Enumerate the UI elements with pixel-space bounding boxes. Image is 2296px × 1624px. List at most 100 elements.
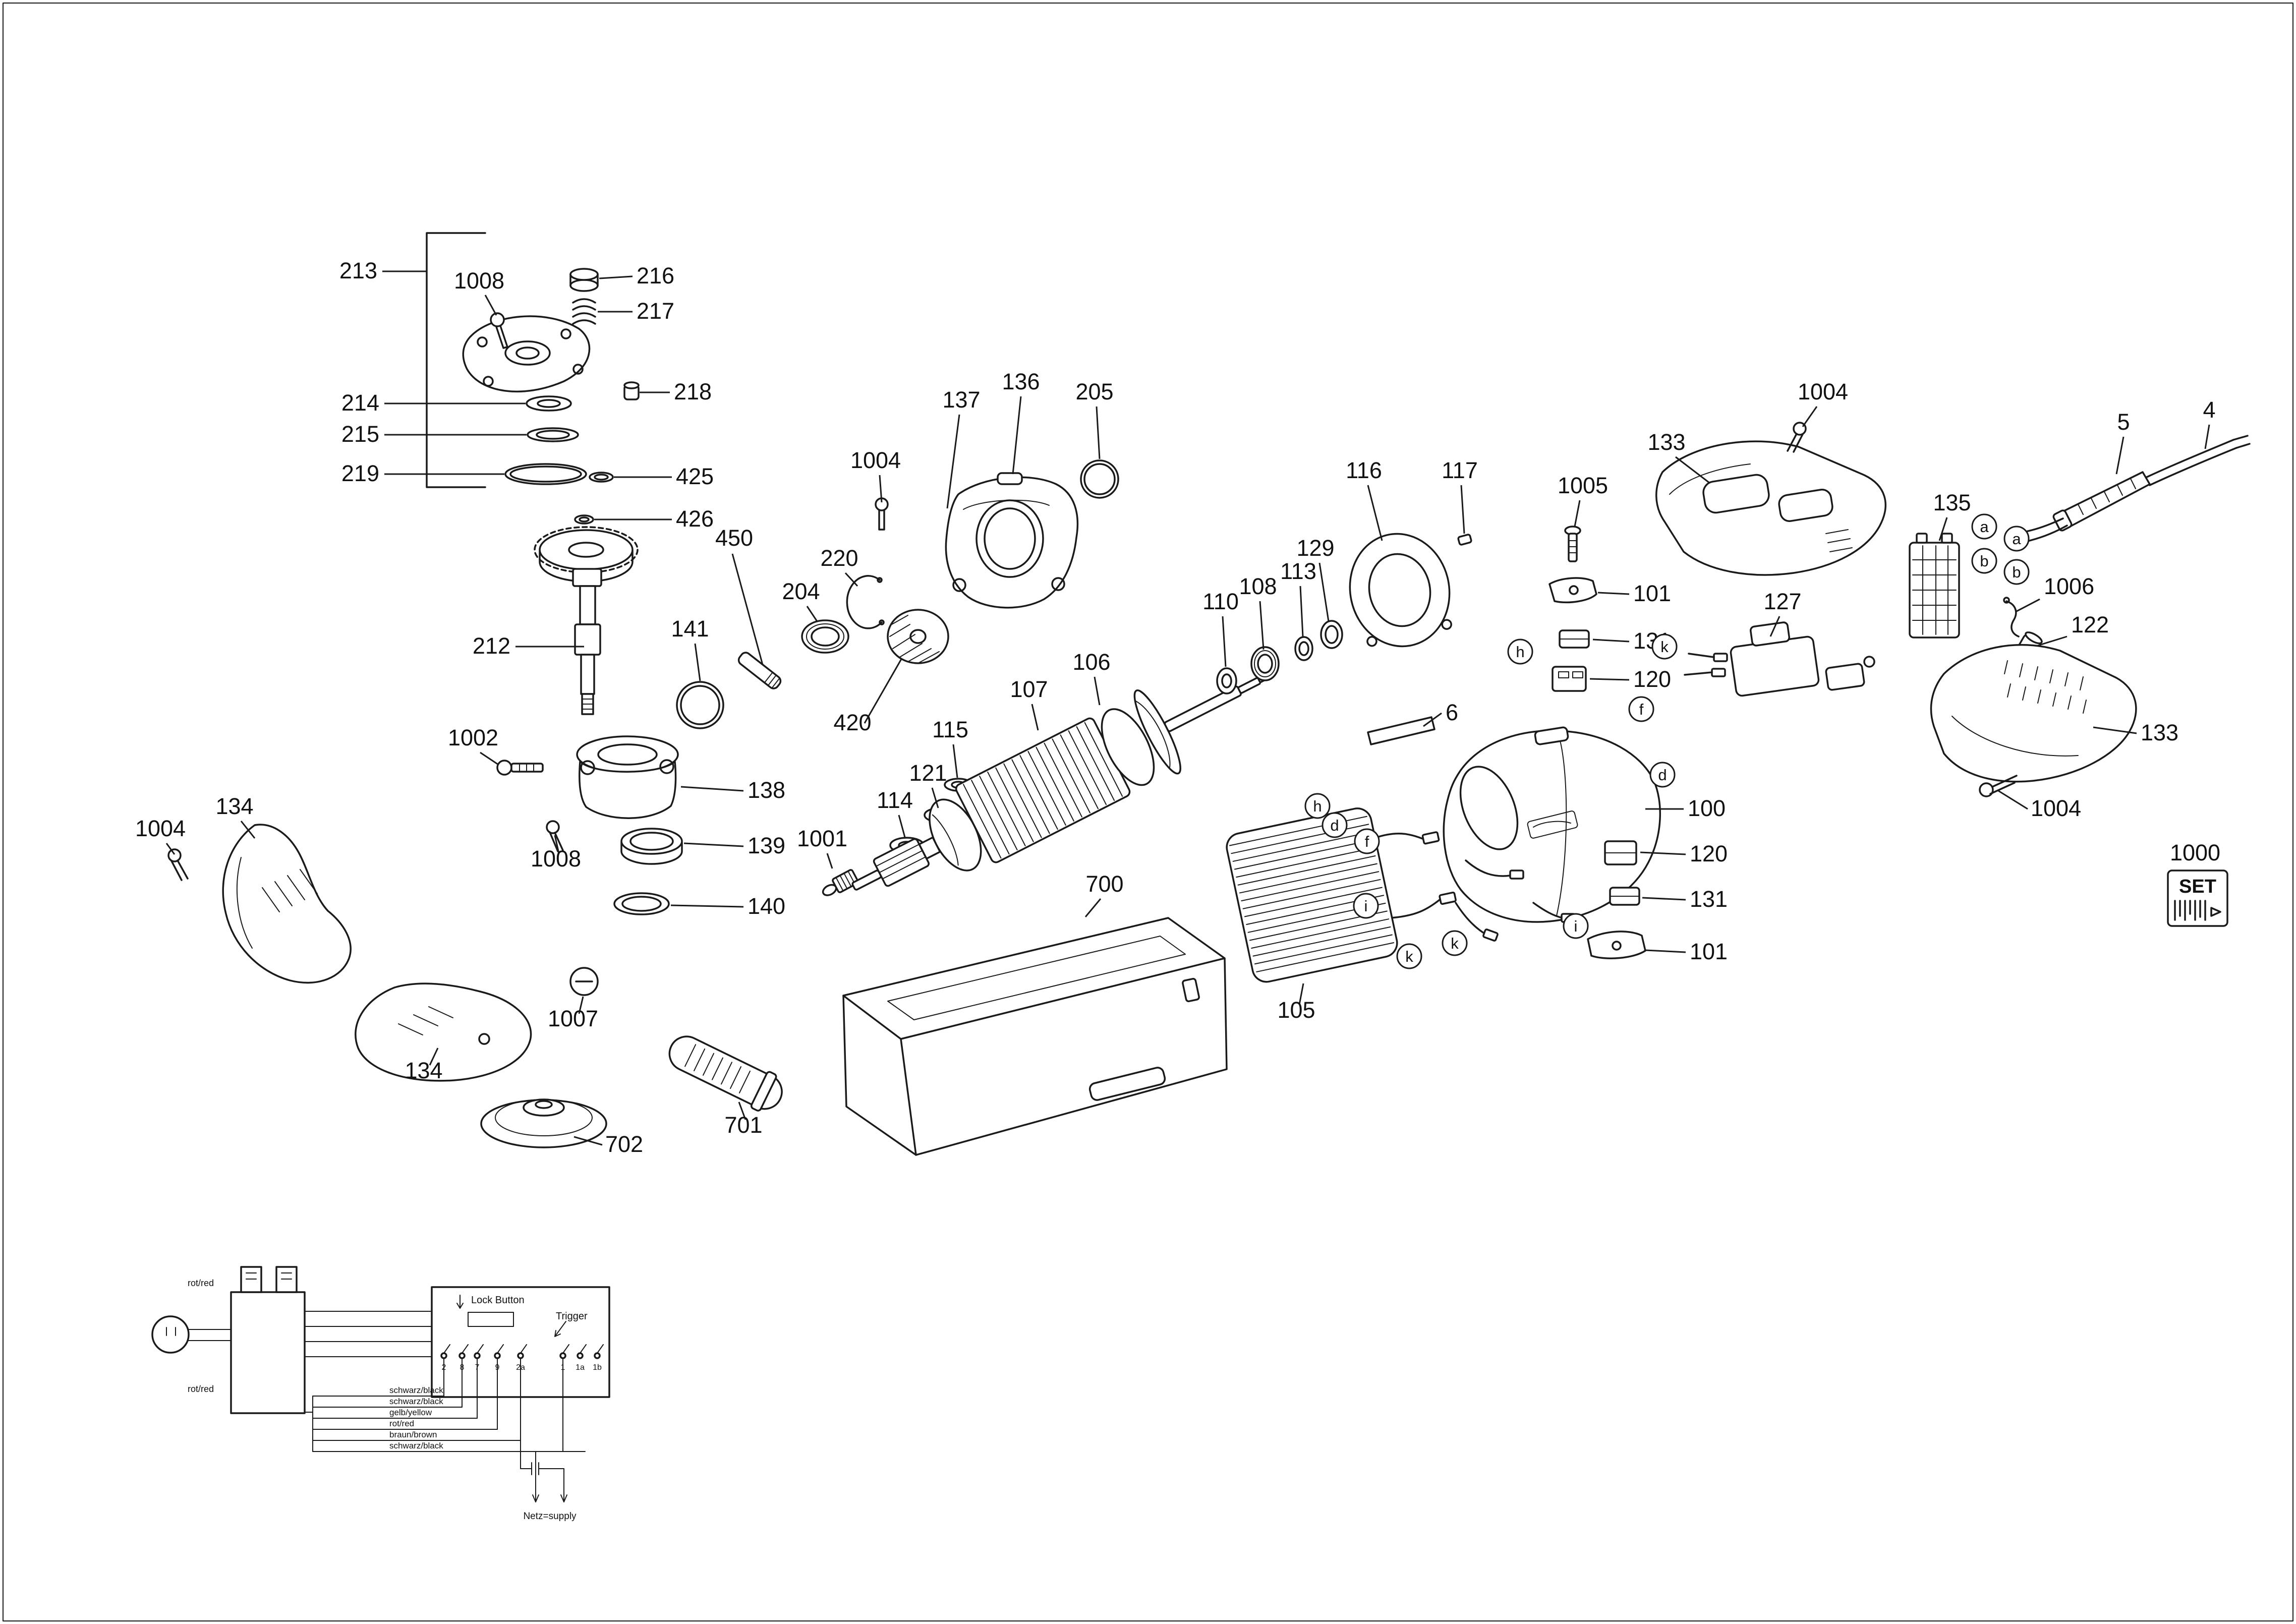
bracket-213 bbox=[426, 232, 486, 488]
wiring-text: 2 bbox=[442, 1363, 446, 1372]
part-label-127: 127 bbox=[1763, 589, 1801, 614]
leader-line-1004 bbox=[1802, 406, 1818, 427]
part-label-134: 134 bbox=[405, 1058, 442, 1083]
part-label-113: 113 bbox=[1280, 558, 1316, 584]
armature-106-107 bbox=[851, 672, 1273, 891]
leader-line-122 bbox=[2037, 635, 2068, 647]
leader-line-1001 bbox=[826, 853, 833, 869]
bearing-plate-213 bbox=[462, 315, 591, 393]
circled-letter-i: i bbox=[1563, 913, 1589, 939]
leader-line-131 bbox=[1592, 639, 1630, 643]
part-label-134: 134 bbox=[215, 793, 253, 819]
wiring-text: schwarz/black bbox=[389, 1385, 443, 1395]
part-117 bbox=[1457, 534, 1472, 546]
part-label-204: 204 bbox=[782, 578, 820, 604]
screw-1008-top bbox=[490, 312, 508, 349]
part-label-1001: 1001 bbox=[797, 826, 847, 851]
leader-line-6 bbox=[1423, 712, 1442, 727]
leader-line-117 bbox=[1460, 485, 1465, 534]
backing-pad-702 bbox=[480, 1098, 607, 1148]
carrying-case-700 bbox=[842, 917, 1228, 1156]
leader-line-1002 bbox=[480, 751, 499, 766]
part-label-217: 217 bbox=[637, 298, 674, 324]
part-label-101: 101 bbox=[1633, 581, 1671, 606]
screw-1004-guard bbox=[167, 848, 189, 881]
leader-line-113 bbox=[1299, 586, 1304, 637]
spring-217 bbox=[572, 298, 596, 325]
part-label-138: 138 bbox=[748, 777, 785, 803]
wiring-text: rot/red bbox=[188, 1384, 214, 1394]
lever-101a bbox=[1548, 577, 1597, 604]
wiring-text: 9 bbox=[495, 1363, 500, 1372]
circled-letter-text: d bbox=[1658, 766, 1667, 784]
lever-101b bbox=[1587, 931, 1646, 959]
screw-1005 bbox=[1564, 526, 1581, 562]
motor-housing-cover-133 bbox=[1655, 440, 1886, 576]
side-handle-701 bbox=[668, 1035, 783, 1112]
guard-shell-134b bbox=[355, 982, 532, 1082]
switch-block-120a bbox=[1552, 666, 1587, 692]
leader-line-133 bbox=[2093, 726, 2137, 734]
circled-letter-text: i bbox=[1364, 897, 1368, 915]
clip-1006 bbox=[2003, 597, 2020, 637]
set-badge-1000: SET bbox=[2167, 869, 2228, 927]
circled-letter-a: a bbox=[1971, 513, 1997, 540]
part-label-1008: 1008 bbox=[454, 268, 504, 294]
part-label-133: 133 bbox=[1647, 429, 1685, 455]
wiring-text: 1a bbox=[576, 1363, 585, 1372]
circled-letter-k: k bbox=[1396, 943, 1422, 969]
part-label-116: 116 bbox=[1346, 457, 1382, 483]
circled-letter-text: f bbox=[1639, 701, 1644, 718]
wiring-text: schwarz/black bbox=[389, 1441, 443, 1451]
leader-line-216 bbox=[599, 275, 633, 279]
circled-letter-b: b bbox=[2003, 559, 2030, 585]
cap-216 bbox=[569, 268, 599, 292]
wiring-text: rot/red bbox=[389, 1419, 414, 1428]
leader-line-131 bbox=[1642, 897, 1686, 901]
leader-line-1006 bbox=[2016, 598, 2040, 612]
leader-line-120 bbox=[1589, 678, 1630, 681]
circled-letter-k: k bbox=[1651, 633, 1678, 660]
part-label-133: 133 bbox=[2141, 720, 2178, 745]
leader-line-101 bbox=[1645, 949, 1686, 953]
leader-line-139 bbox=[683, 842, 744, 847]
part-label-1004: 1004 bbox=[1798, 379, 1848, 404]
wiring-text: 1b bbox=[593, 1363, 602, 1372]
circled-letter-text: f bbox=[1365, 833, 1369, 850]
leader-line-133 bbox=[1675, 456, 1710, 484]
leader-line-121 bbox=[931, 787, 939, 808]
wiring-text: gelb/yellow bbox=[389, 1408, 432, 1417]
part-label-121: 121 bbox=[909, 760, 947, 786]
part-label-139: 139 bbox=[748, 833, 785, 858]
part-label-219: 219 bbox=[341, 460, 379, 486]
switch-block-120b bbox=[1604, 840, 1637, 865]
part-label-1006: 1006 bbox=[2044, 573, 2094, 599]
guard-shell-134a bbox=[222, 824, 352, 984]
part-label-140: 140 bbox=[748, 893, 785, 919]
leader-line-114 bbox=[898, 815, 906, 838]
bearing-flange-138 bbox=[576, 735, 679, 819]
baffle-116 bbox=[1349, 533, 1452, 648]
circled-letter-text: h bbox=[1516, 643, 1524, 661]
circled-letter-text: a bbox=[1980, 518, 1989, 536]
circled-letter-text: a bbox=[2012, 530, 2021, 548]
part-label-114: 114 bbox=[877, 787, 913, 813]
part-label-135: 135 bbox=[1933, 490, 1971, 515]
leader-line-1004 bbox=[165, 843, 176, 855]
circled-letter-i: i bbox=[1353, 893, 1379, 919]
part-label-1002: 1002 bbox=[448, 725, 498, 750]
part-label-100: 100 bbox=[1688, 795, 1726, 821]
wiring-text: braun/brown bbox=[389, 1430, 437, 1439]
part-label-108: 108 bbox=[1239, 573, 1277, 599]
wiring-text: Lock Button bbox=[471, 1295, 525, 1306]
ring-426 bbox=[574, 514, 594, 525]
part-label-105: 105 bbox=[1277, 997, 1315, 1023]
circled-letter-b: b bbox=[1971, 548, 1997, 574]
part-label-426: 426 bbox=[676, 506, 714, 532]
gear-420 bbox=[887, 609, 949, 664]
spindle-212 bbox=[572, 568, 602, 715]
clip-131b bbox=[1609, 887, 1640, 906]
leader-line-110 bbox=[1222, 616, 1227, 667]
part-label-137: 137 bbox=[942, 387, 980, 413]
washer-214 bbox=[526, 395, 572, 412]
